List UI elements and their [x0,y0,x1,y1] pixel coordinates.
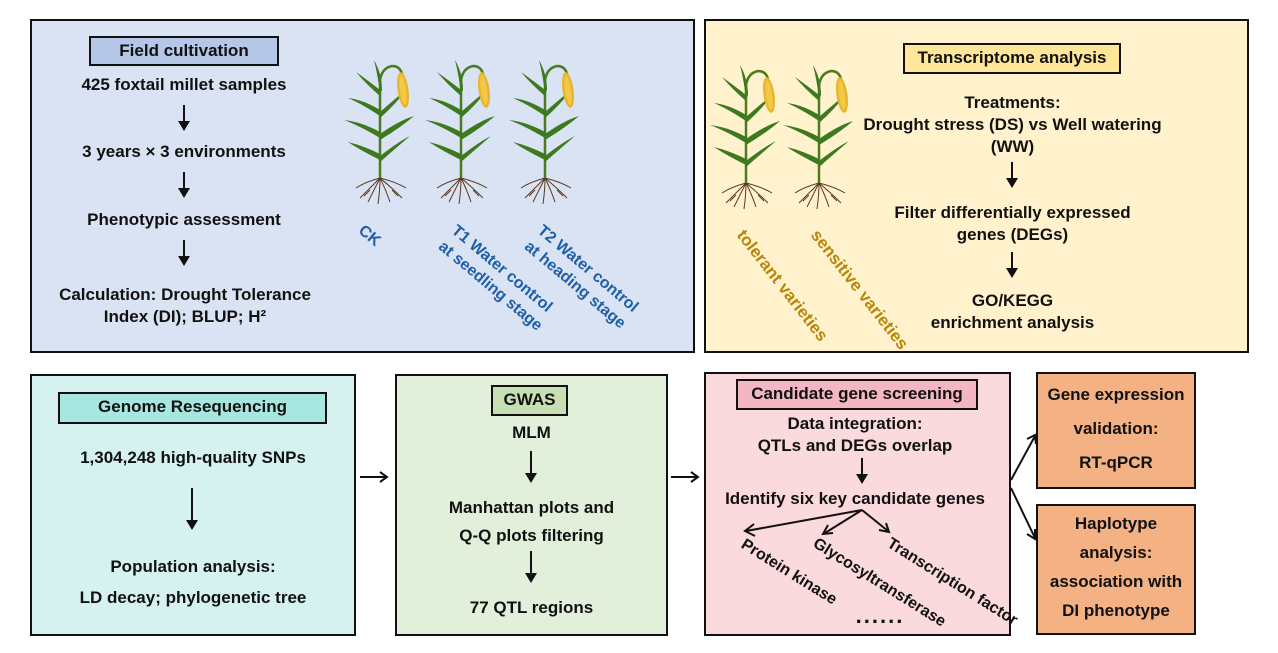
haplotype-line1: Haplotype [1074,514,1158,533]
field-step-calculation-line1: Calculation: Drought Tolerance [59,285,311,304]
go-kegg-line2: enrichment analysis [930,313,1095,332]
haplotype-line3: association with [1049,572,1183,591]
right-arrow-icon [671,471,700,483]
field-cultivation-panel [30,19,695,353]
field-cultivation-title: Field cultivation [89,36,279,66]
branch-arrows-icon [743,509,891,537]
branch-to-validation-arrows [1010,433,1037,541]
gene-expression-validation-box [1036,372,1196,489]
treatments-line2: Drought stress (DS) vs Well watering [863,115,1162,134]
plant-t1-icon [423,58,497,206]
plant-tolerant-icon [708,63,782,211]
haplotype-line4: DI phenotype [1062,601,1170,620]
population-analysis-line2: LD decay; phylogenetic tree [79,588,307,607]
qtl-regions: 77 QTL regions [469,598,594,617]
candidate-gene-panel [704,372,1011,636]
gwas-model: MLM [512,423,551,442]
down-arrow-icon [178,172,190,198]
transcriptome-panel [704,19,1249,353]
data-integration-line2: QTLs and DEGs overlap [757,436,953,455]
field-step-environments: 3 years × 3 environments [82,142,286,161]
down-arrow-icon [1006,252,1018,278]
snps-count: 1,304,248 high-quality SNPs [80,448,306,467]
field-step-samples: 425 foxtail millet samples [81,75,287,94]
manhattan-line2: Q-Q plots filtering [459,526,604,545]
down-arrow-icon [525,451,537,483]
go-kegg-line1: GO/KEGG [971,291,1054,310]
haplotype-line2: analysis: [1079,543,1153,562]
down-arrow-icon [178,105,190,131]
expression-line3: RT-qPCR [1079,453,1153,472]
manhattan-line1: Manhattan plots and [448,498,615,517]
plant-sensitive-icon [781,63,855,211]
more-genes-ellipsis: ...... [855,603,905,628]
filter-degs-line1: Filter differentially expressed [894,203,1131,222]
transcriptome-title: Transcriptome analysis [903,43,1121,74]
down-arrow-icon [1006,162,1018,188]
right-arrow-icon [360,471,389,483]
candidate-gene-title: Candidate gene screening [736,379,978,410]
plant-t2-icon [507,58,581,206]
field-step-calculation-line2: Index (DI); BLUP; H² [103,307,267,326]
haplotype-analysis-box [1036,504,1196,635]
expression-line2: validation: [1073,419,1159,438]
down-arrow-icon [525,551,537,583]
identify-genes: Identify six key candidate genes [725,489,985,508]
data-integration-line1: Data integration: [787,414,923,433]
population-analysis-line1: Population analysis: [110,557,276,576]
down-arrow-icon [856,458,868,484]
down-arrow-icon [186,488,198,530]
gwas-title: GWAS [491,385,568,416]
plant-ck-icon [342,58,416,206]
treatments-line1: Treatments: [964,93,1061,112]
gwas-panel [395,374,668,636]
genome-resequencing-title: Genome Resequencing [58,392,327,424]
filter-degs-line2: genes (DEGs) [956,225,1069,244]
expression-line1: Gene expression [1047,385,1185,404]
field-step-phenotype: Phenotypic assessment [87,210,281,229]
down-arrow-icon [178,240,190,266]
treatments-line3: (WW) [990,137,1035,156]
